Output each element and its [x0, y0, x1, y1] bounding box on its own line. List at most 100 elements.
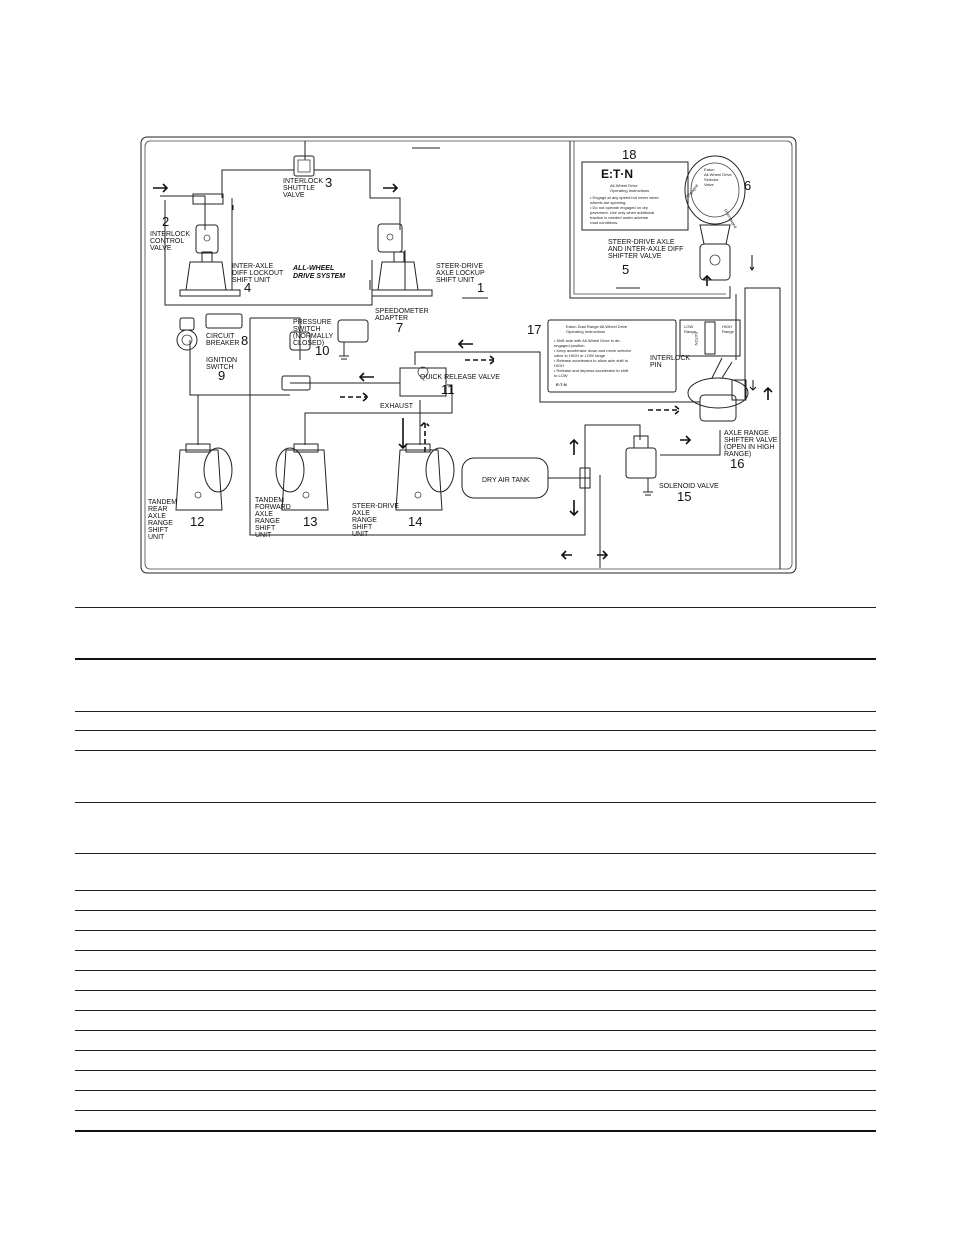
c10-label: (NORMALLY — [293, 333, 334, 340]
table-rule — [75, 930, 876, 931]
table-rule — [75, 711, 876, 712]
interlock-shuttle-valve — [293, 155, 315, 177]
c12-label: AXLE — [148, 513, 166, 520]
c4-label: DIFF LOCKOUT — [232, 270, 284, 277]
plate17-bullet: valve to HIGH or LOW range — [554, 353, 606, 358]
c13-label: TANDEM — [255, 497, 284, 504]
c1-label: STEER-DRIVE — [436, 263, 483, 270]
c9-number: 9 — [218, 368, 225, 383]
c11-number: 11 — [441, 382, 455, 397]
plate18-title: Operating Instructions — [610, 188, 649, 193]
plate18-bullet: road conditions. — [590, 220, 618, 225]
plate18-bullet: • Engage at any speed but never when — [590, 195, 659, 200]
c8-number: 8 — [241, 333, 248, 348]
c10-number: 10 — [315, 343, 329, 358]
plate17-bullet: • Release and depress accelerator to shi… — [554, 368, 629, 373]
inter-axle-diff-lockout-shift-unit — [179, 251, 241, 297]
c8-label: BREAKER — [206, 340, 239, 347]
c2-number: 2 — [162, 214, 169, 229]
c9-label: SWITCH — [206, 364, 234, 371]
circuit-breaker — [205, 313, 243, 329]
interlock-control-valve-left — [192, 193, 224, 254]
c5-label: SHIFTER VALVE — [608, 253, 662, 260]
flow-arrows — [153, 183, 773, 560]
quick-release-valve — [399, 366, 447, 397]
table-rule — [75, 890, 876, 891]
selector-valve-knob — [684, 155, 746, 225]
steer-drive-axle-range-shift-unit — [395, 443, 455, 511]
c12-label: SHIFT — [148, 527, 169, 534]
plate18-bullet: • Do not operate engaged on dry — [590, 205, 648, 210]
range-low: LOW — [684, 324, 693, 329]
interlock-control-valve-right — [377, 223, 403, 253]
plate17-bullet: • Release accelerator to allow axle shif… — [554, 358, 629, 363]
c14-label: SHIFT — [352, 524, 373, 531]
knob6-text: Selector — [704, 177, 719, 182]
c10-label: CLOSED) — [293, 340, 324, 347]
knob6-text: All-Wheel Drive — [704, 172, 732, 177]
c7-number: 7 — [396, 320, 403, 335]
c5-number: 5 — [622, 262, 629, 277]
c12-number: 12 — [190, 514, 204, 529]
range-plate — [679, 319, 741, 357]
plate17-title: Eaton Dual Range All-Wheel Drive — [566, 324, 628, 329]
exhaust-label: EXHAUST — [380, 403, 414, 410]
interlock-pin-label: PIN — [650, 362, 662, 369]
c7-label: SPEEDOMETER — [375, 308, 429, 315]
dry-air-tank-label: DRY AIR TANK — [482, 477, 530, 484]
c11-label: QUICK RELEASE VALVE — [420, 374, 500, 381]
plate18-title: All-Wheel Drive — [610, 183, 638, 188]
c15-number: 15 — [677, 489, 691, 504]
table-rule — [75, 990, 876, 991]
plate18-bullet: pavement. Use only when additional — [590, 210, 654, 215]
plate17-title: Operating Instructions — [566, 329, 605, 334]
c16-label: (OPEN IN HIGH — [724, 444, 775, 451]
system-title: DRIVE SYSTEM — [293, 273, 345, 280]
plate-18-instructions — [581, 161, 689, 231]
range-high: Range — [722, 329, 735, 334]
diagram-frame — [140, 136, 797, 574]
c13-number: 13 — [303, 514, 317, 529]
knob6-text: Eaton — [704, 167, 714, 172]
c3-number: 3 — [325, 175, 332, 190]
c14-label: RANGE — [352, 517, 377, 524]
table-rule — [75, 1050, 876, 1051]
c1-label: SHIFT UNIT — [436, 277, 475, 284]
c16-label: RANGE) — [724, 451, 751, 458]
plate18-bullet: wheels are spinning. — [590, 200, 626, 205]
range-low: Range — [684, 329, 697, 334]
c14-number: 14 — [408, 514, 422, 529]
c3-label: VALVE — [283, 192, 305, 199]
c12-label: UNIT — [148, 534, 165, 541]
c10-label: SWITCH — [293, 326, 321, 333]
c15-label: SOLENOID VALVE — [659, 483, 719, 490]
table-rule — [75, 1010, 876, 1011]
c16-label: SHIFTER VALVE — [724, 437, 778, 444]
table-rule — [75, 1030, 876, 1031]
c14-label: STEER-DRIVE — [352, 503, 399, 510]
c3-label: SHUTTLE — [283, 185, 315, 192]
plate18-logo: E:T·N — [601, 167, 633, 181]
speedometer-adapter — [337, 319, 369, 360]
table-rule — [75, 730, 876, 731]
table-rule — [75, 1070, 876, 1071]
plate17-bullet: engaged position — [554, 343, 584, 348]
c13-label: FORWARD — [255, 504, 291, 511]
c13-label: UNIT — [255, 532, 272, 539]
table-rule — [75, 970, 876, 971]
system-title: ALL-WHEEL — [292, 265, 334, 272]
table-rule — [75, 1110, 876, 1111]
c17-number: 17 — [527, 322, 541, 337]
c13-label: AXLE — [255, 511, 273, 518]
c2-label: INTERLOCK — [150, 231, 190, 238]
range-high: HIGH — [722, 324, 732, 329]
steer-drive-axle-lockup-shift-unit — [371, 251, 488, 299]
c10-label: PRESSURE — [293, 319, 332, 326]
knob6-disengaged: Disengaged — [723, 208, 738, 229]
c1-label: AXLE LOCKUP — [436, 270, 485, 277]
table-rule — [75, 607, 876, 608]
dry-air-tank — [461, 457, 591, 499]
c12-label: TANDEM — [148, 499, 177, 506]
c14-label: UNIT — [352, 531, 369, 538]
